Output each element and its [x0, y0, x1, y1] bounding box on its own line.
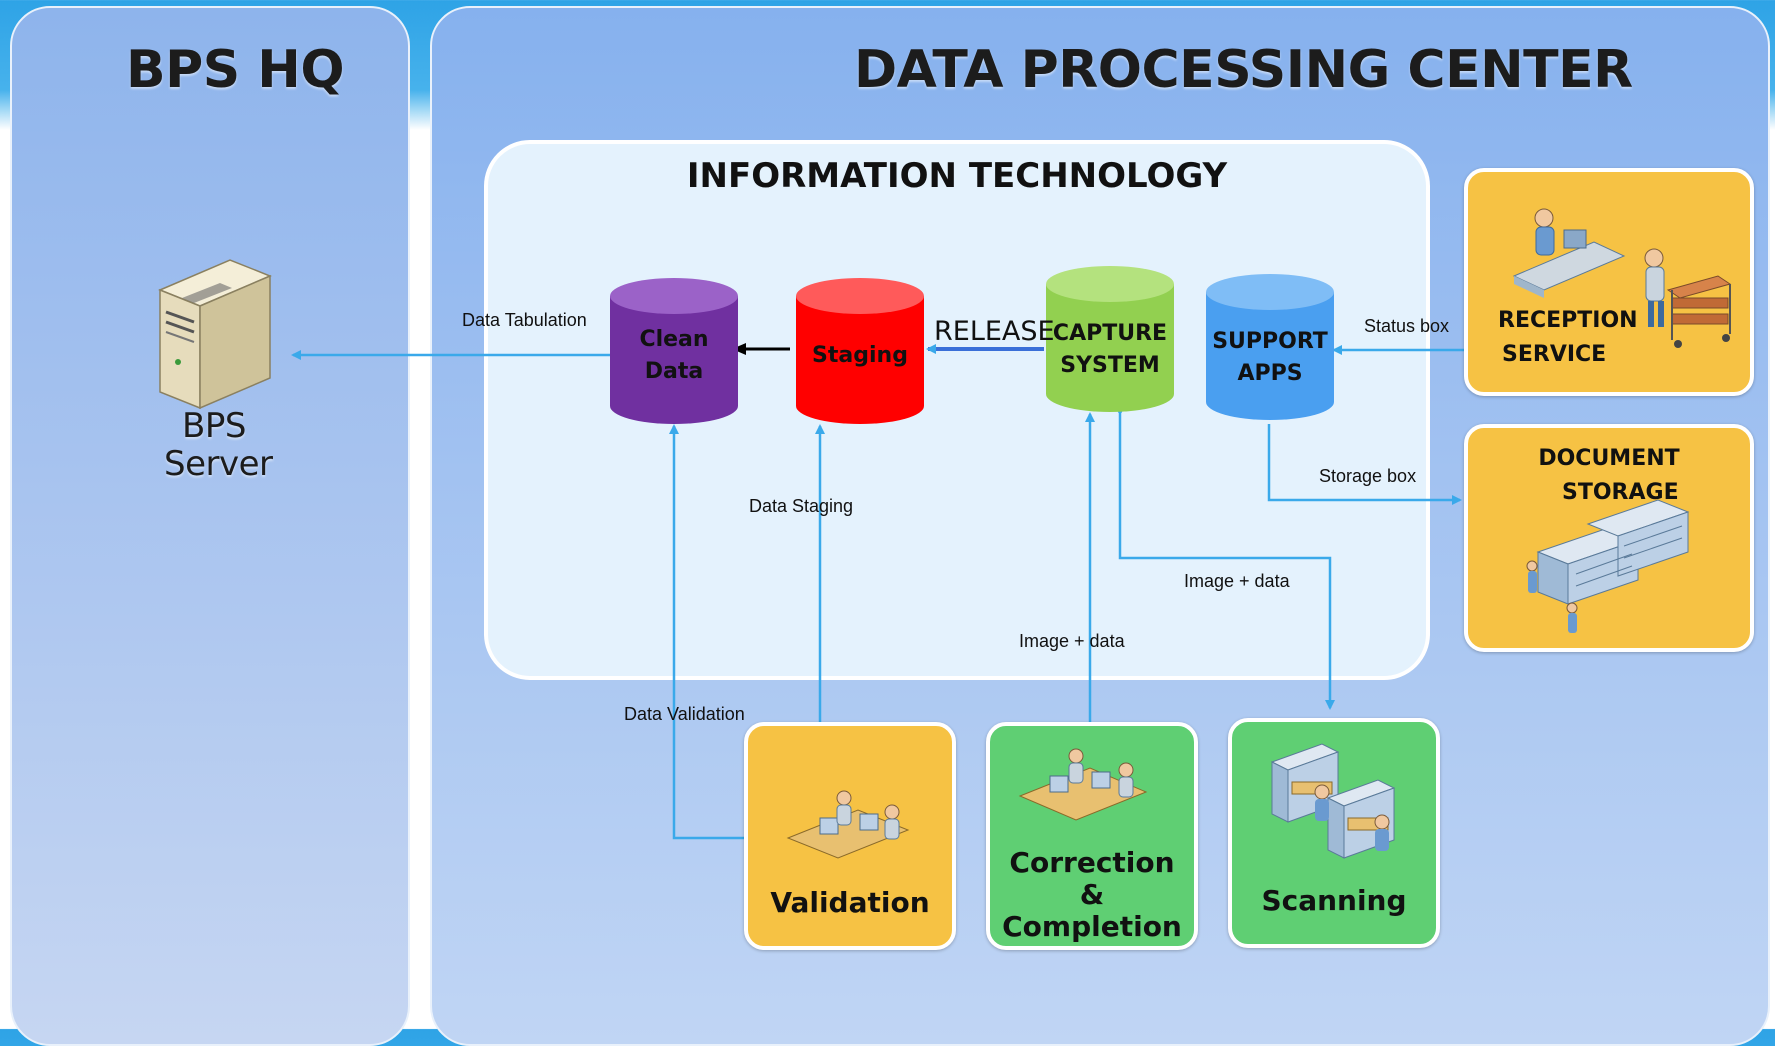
reception-service-label-line1: RECEPTION	[1498, 308, 1638, 333]
scanning-image-data-arrow	[1115, 406, 1335, 710]
support-apps-label-line2: APPS	[1237, 361, 1303, 386]
capture-system-label-line2: SYSTEM	[1060, 353, 1160, 378]
trolley-icon	[1666, 275, 1732, 348]
correction-label-line3: Completion	[1002, 910, 1182, 943]
capture-system-cylinder: CAPTURE SYSTEM	[1044, 266, 1176, 414]
capture-system-label-line1: CAPTURE	[1052, 321, 1168, 346]
document-storage-tile: DOCUMENT STORAGE	[1464, 424, 1754, 652]
release-label: RELEASE	[934, 316, 1055, 347]
clean-data-label-line2: Data	[644, 359, 704, 384]
staging-label: Staging	[812, 343, 908, 368]
correction-label-line2: &	[1079, 878, 1105, 911]
document-storage-label-line1: DOCUMENT	[1538, 446, 1680, 471]
correction-label-line1: Correction	[1009, 846, 1175, 879]
reception-service-tile: RECEPTION SERVICE	[1464, 168, 1754, 396]
correction-completion-tile: Correction & Completion	[986, 722, 1198, 950]
status-box-label: Status box	[1364, 316, 1450, 336]
support-apps-label-line1: SUPPORT	[1212, 329, 1328, 354]
reception-desk-icon	[1512, 208, 1665, 327]
data-staging-label: Data Staging	[749, 496, 854, 516]
clean-data-cylinder: Clean Data	[608, 278, 740, 426]
support-apps-cylinder: SUPPORT APPS	[1204, 274, 1336, 422]
scanning-tile: Scanning	[1228, 718, 1440, 948]
bps-server-label-line2: Server	[164, 444, 273, 484]
reception-service-label-line2: SERVICE	[1502, 342, 1607, 367]
workstation-operators-icon	[786, 790, 910, 859]
bps-hq-title: BPS HQ	[126, 40, 345, 100]
image-data-label-correction: Image + data	[1019, 631, 1125, 651]
information-technology-title: INFORMATION TECHNOLOGY	[686, 156, 1228, 196]
validation-label: Validation	[770, 886, 930, 919]
capture-system-cylinder-shape	[1046, 266, 1174, 412]
bps-server-label-line1: BPS	[182, 406, 246, 446]
bps-hq-panel	[10, 6, 410, 1046]
data-validation-label: Data Validation	[624, 704, 745, 724]
storage-box-label: Storage box	[1319, 466, 1417, 486]
data-processing-center-title: DATA PROCESSING CENTER	[854, 40, 1633, 100]
staging-cylinder: Staging	[794, 278, 926, 426]
scanner-operators-icon	[1270, 743, 1396, 859]
staging-cylinder-shape	[796, 278, 924, 424]
clean-data-label-line1: Clean	[639, 327, 709, 352]
support-apps-cylinder-shape	[1206, 274, 1334, 420]
image-data-label-scanning: Image + data	[1184, 571, 1290, 591]
scanning-label: Scanning	[1261, 884, 1407, 917]
validation-tile: Validation	[744, 722, 956, 950]
storage-box-arrow	[1267, 424, 1462, 505]
clean-data-cylinder-shape	[610, 278, 738, 424]
data-tabulation-label: Data Tabulation	[462, 310, 587, 330]
storage-shelves-icon	[1526, 499, 1690, 633]
data-validation-arrow	[669, 424, 746, 840]
workstation-operators-icon-2	[1018, 748, 1148, 821]
